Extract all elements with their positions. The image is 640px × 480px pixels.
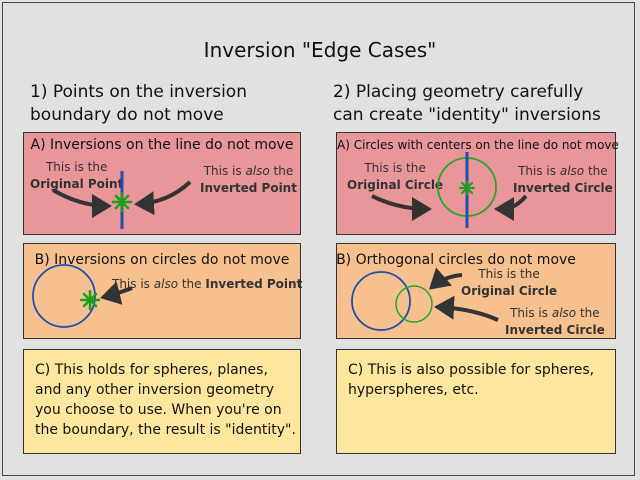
column-2-heading-line1: 2) Placing geometry carefully <box>333 82 584 102</box>
panel-1b-title: B) Inversions on circles do not move <box>34 252 290 268</box>
panel-1c: C) This holds for spheres, planes, and a… <box>23 349 301 454</box>
panel-2b-top-label: This is the Original Circle <box>461 267 558 298</box>
panel-1a: A) Inversions on the line do not move Th… <box>23 132 301 235</box>
panel-2b: B) Orthogonal circles do not move This i… <box>336 243 616 339</box>
panel-2c-text: C) This is also possible for spheres, hy… <box>348 362 595 398</box>
panel-1a-title: A) Inversions on the line do not move <box>30 137 294 153</box>
panel-2a-left-label: This is the Original Circle <box>347 161 444 192</box>
panel-1b: B) Inversions on circles do not move Thi… <box>23 243 303 339</box>
column-1-heading-line1: 1) Points on the inversion <box>30 82 247 102</box>
panel-1c-text: C) This holds for spheres, planes, and a… <box>35 362 296 438</box>
panel-2b-bottom-label: This is also the Inverted Circle <box>505 306 605 337</box>
column-1-heading-line2: boundary do not move <box>30 105 224 125</box>
panel-1b-label: This is also the Inverted Point <box>112 277 303 291</box>
panel-2a: A) Circles with centers on the line do n… <box>336 132 619 235</box>
panel-2a-right-label: This is also the Inverted Circle <box>513 164 613 195</box>
panel-2a-title: A) Circles with centers on the line do n… <box>337 138 619 152</box>
column-2-heading: 2) Placing geometry carefully can create… <box>333 81 601 127</box>
panel-1a-right-label: This is also the Inverted Point <box>200 164 297 195</box>
panel-2b-title: B) Orthogonal circles do not move <box>336 252 576 268</box>
page-title: Inversion "Edge Cases" <box>203 38 437 62</box>
column-2-heading-line2: can create "identity" inversions <box>333 105 601 125</box>
column-1-heading: 1) Points on the inversion boundary do n… <box>30 81 247 127</box>
panel-2c: C) This is also possible for spheres, hy… <box>336 349 616 454</box>
panel-1a-left-label: This is the Original Point <box>30 160 124 191</box>
